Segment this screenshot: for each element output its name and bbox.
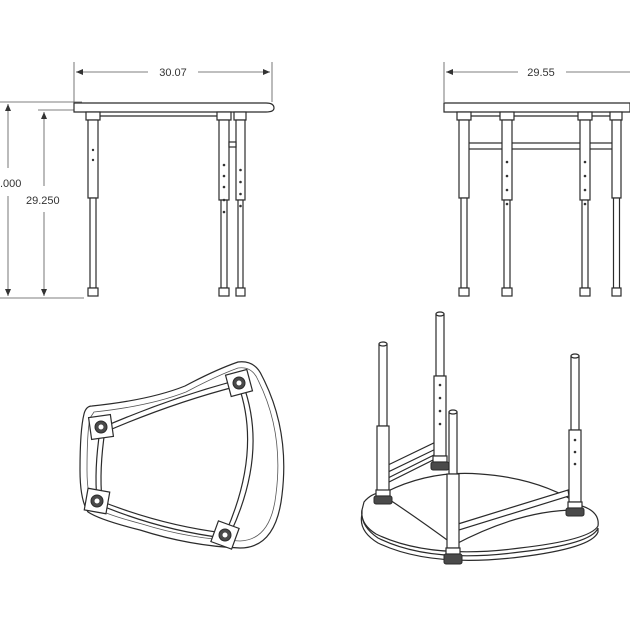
isometric-view xyxy=(360,311,599,565)
side-width-label: 29.55 xyxy=(527,67,555,79)
iso-tabletop xyxy=(361,472,599,553)
front-width-label: 30.07 xyxy=(159,67,187,79)
iso-leg-front xyxy=(443,409,463,565)
iso-leg-back-left xyxy=(373,341,393,505)
max-height-label: .000 xyxy=(0,178,21,190)
side-legs xyxy=(456,111,623,297)
bottom-foot-plates xyxy=(83,368,254,550)
side-stretcher xyxy=(467,142,615,150)
height-dimensions: .000 29.250 xyxy=(0,101,84,299)
front-width-dimension: 30.07 xyxy=(73,62,273,102)
front-right-legs xyxy=(218,119,246,297)
front-view: 30.07 .000 29.250 xyxy=(0,62,275,299)
side-tabletop xyxy=(443,102,630,113)
iso-leg-right xyxy=(565,353,585,517)
front-tabletop xyxy=(73,102,275,113)
bottom-tabletop-outline xyxy=(79,361,285,549)
min-height-label: 29.250 xyxy=(26,195,60,207)
side-width-dimension: 29.55 xyxy=(443,62,630,102)
iso-leg-back-center xyxy=(430,311,450,471)
front-left-leg xyxy=(87,119,99,297)
side-view: 29.55 xyxy=(443,62,630,297)
bottom-view xyxy=(79,361,285,550)
